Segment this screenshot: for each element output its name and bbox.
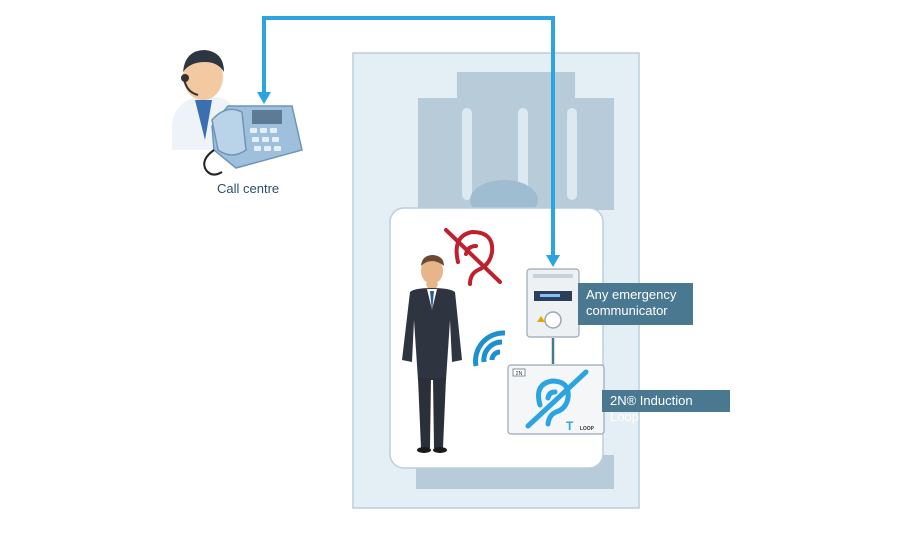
connection-line (262, 16, 555, 258)
hearing-loop-icon (525, 369, 589, 429)
standing-man (402, 255, 462, 453)
loop-brand-text: 2N (516, 371, 523, 377)
arrow-head-call-centre (257, 92, 271, 104)
call-centre-label: Call centre (217, 181, 280, 196)
crossed-ear-icon (444, 228, 502, 286)
emergency-communicator-device (526, 268, 580, 338)
induction-loop-tag: 2N® Induction Loop (602, 390, 730, 424)
arrow-head-communicator (546, 255, 560, 267)
induction-loop-device (507, 364, 605, 435)
wireless-signal-icon (473, 330, 506, 367)
communicator-tag-line2: communicator (586, 303, 668, 318)
phone-icon (203, 105, 303, 176)
loop-t-letter: T (566, 419, 574, 433)
communicator-tag-line1: Any emergency (586, 287, 677, 302)
loop-device-word: LOOP (580, 426, 595, 432)
communicator-tag: Any emergency communicator (578, 283, 693, 325)
